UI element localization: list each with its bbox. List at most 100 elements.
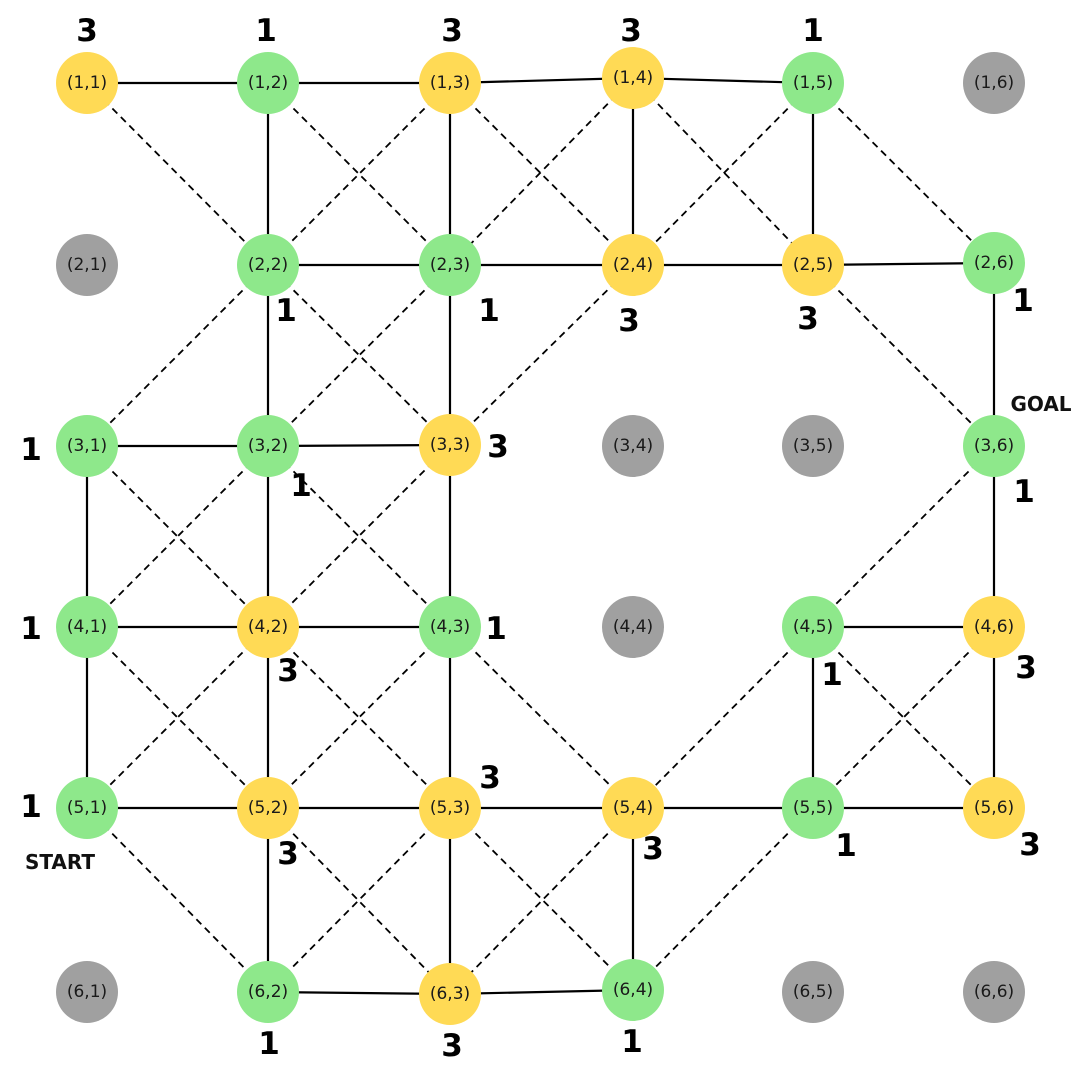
node-label: (1,2) [248, 73, 288, 93]
node-label: (2,1) [67, 255, 107, 275]
start-label: START [25, 850, 95, 874]
node-label: (6,2) [248, 982, 288, 1002]
diagonal-edge [449, 807, 634, 995]
node-cost_1: (2,6) [963, 232, 1025, 294]
diagonal-edge [86, 807, 269, 993]
node-circle [56, 52, 118, 114]
node-weight: 3 [441, 1028, 463, 1064]
diagonal-edge [86, 626, 269, 809]
node-cost_1: (3,1) [56, 415, 118, 477]
edges-layer [85, 76, 996, 996]
node-label: (5,1) [67, 798, 107, 818]
node-cost_1: (6,4) [602, 959, 664, 1021]
node-weight: 1 [290, 468, 312, 504]
node-label: (6,3) [430, 984, 470, 1004]
node-weight: 1 [1012, 283, 1034, 319]
diagonal-edge [86, 445, 269, 628]
node-circle [963, 961, 1025, 1023]
node-circle [237, 234, 299, 296]
node-cost_3: (2,4) [602, 234, 664, 296]
node-weight: 1 [255, 13, 277, 49]
node-weight: 1 [1013, 474, 1035, 510]
node-label: (3,3) [430, 435, 470, 455]
node-circle [56, 961, 118, 1023]
node-circle [782, 52, 844, 114]
node-circle [237, 596, 299, 658]
diagonal-edge [812, 264, 995, 447]
node-cost_3: (1,1) [56, 52, 118, 114]
node-circle [602, 959, 664, 1021]
node-circle [963, 596, 1025, 658]
node-circle [782, 234, 844, 296]
node-label: (3,4) [613, 436, 653, 456]
node-label: (2,6) [974, 253, 1014, 273]
node-blocked: (3,5) [782, 415, 844, 477]
diagonal-edge [812, 82, 995, 264]
diagonal-edge [86, 82, 269, 266]
node-label: (5,4) [613, 798, 653, 818]
node-weight: 3 [1015, 650, 1037, 686]
node-label: (1,1) [67, 73, 107, 93]
diagonal-edge [267, 626, 451, 809]
markers-layer: START GOAL [25, 392, 1072, 874]
diagonal-edge [267, 626, 451, 809]
node-circle [237, 52, 299, 114]
diagonal-edge [632, 82, 814, 266]
node-weight: 3 [642, 831, 664, 867]
node-circle [56, 596, 118, 658]
node-cost_1: (5,1) [56, 777, 118, 839]
node-circle [419, 963, 481, 1025]
node-weight: 3 [618, 303, 640, 339]
node-circle [782, 596, 844, 658]
node-weight: 3 [76, 13, 98, 49]
node-circle [419, 234, 481, 296]
node-weight: 1 [821, 657, 843, 693]
node-label: (6,6) [974, 982, 1014, 1002]
node-circle [782, 961, 844, 1023]
node-cost_1: (1,2) [237, 52, 299, 114]
diagonal-edge [812, 626, 995, 809]
node-label: (2,3) [430, 255, 470, 275]
node-label: (6,1) [67, 982, 107, 1002]
node-weight: 3 [620, 13, 642, 49]
node-weight: 1 [20, 789, 42, 825]
node-weight: 1 [621, 1024, 643, 1060]
node-label: (3,2) [248, 436, 288, 456]
node-weight: 1 [835, 828, 857, 864]
node-circle [602, 596, 664, 658]
diagonal-edge [267, 264, 451, 446]
node-circle [56, 777, 118, 839]
node-circle [782, 415, 844, 477]
diagonal-edge [449, 77, 634, 266]
node-label: (4,1) [67, 617, 107, 637]
diagonal-edge [267, 82, 451, 266]
diagonal-edge [632, 626, 814, 809]
node-weight: 3 [487, 429, 509, 465]
node-cost_1: (4,5) [782, 596, 844, 658]
node-cost_3: (3,3) [419, 414, 481, 476]
diagonal-edge [86, 264, 269, 447]
node-label: (1,3) [430, 73, 470, 93]
node-circle [963, 777, 1025, 839]
node-blocked: (6,5) [782, 961, 844, 1023]
node-weight: 1 [20, 432, 42, 468]
node-cost_3: (5,6) [963, 777, 1025, 839]
node-circle [419, 596, 481, 658]
node-weight: 3 [797, 301, 819, 337]
node-label: (5,5) [793, 798, 833, 818]
node-weight: 1 [478, 293, 500, 329]
diagonal-edge [449, 626, 634, 809]
node-circle [602, 234, 664, 296]
node-cost_3: (1,4) [602, 47, 664, 109]
goal-label: GOAL [1010, 392, 1071, 416]
diagonal-edge [267, 264, 451, 447]
node-cost_1: (4,1) [56, 596, 118, 658]
node-circle [419, 414, 481, 476]
node-blocked: (4,4) [602, 596, 664, 658]
node-cost_1: (2,2) [237, 234, 299, 296]
node-label: (2,2) [248, 255, 288, 275]
node-cost_1: (6,2) [237, 961, 299, 1023]
node-circle [237, 777, 299, 839]
